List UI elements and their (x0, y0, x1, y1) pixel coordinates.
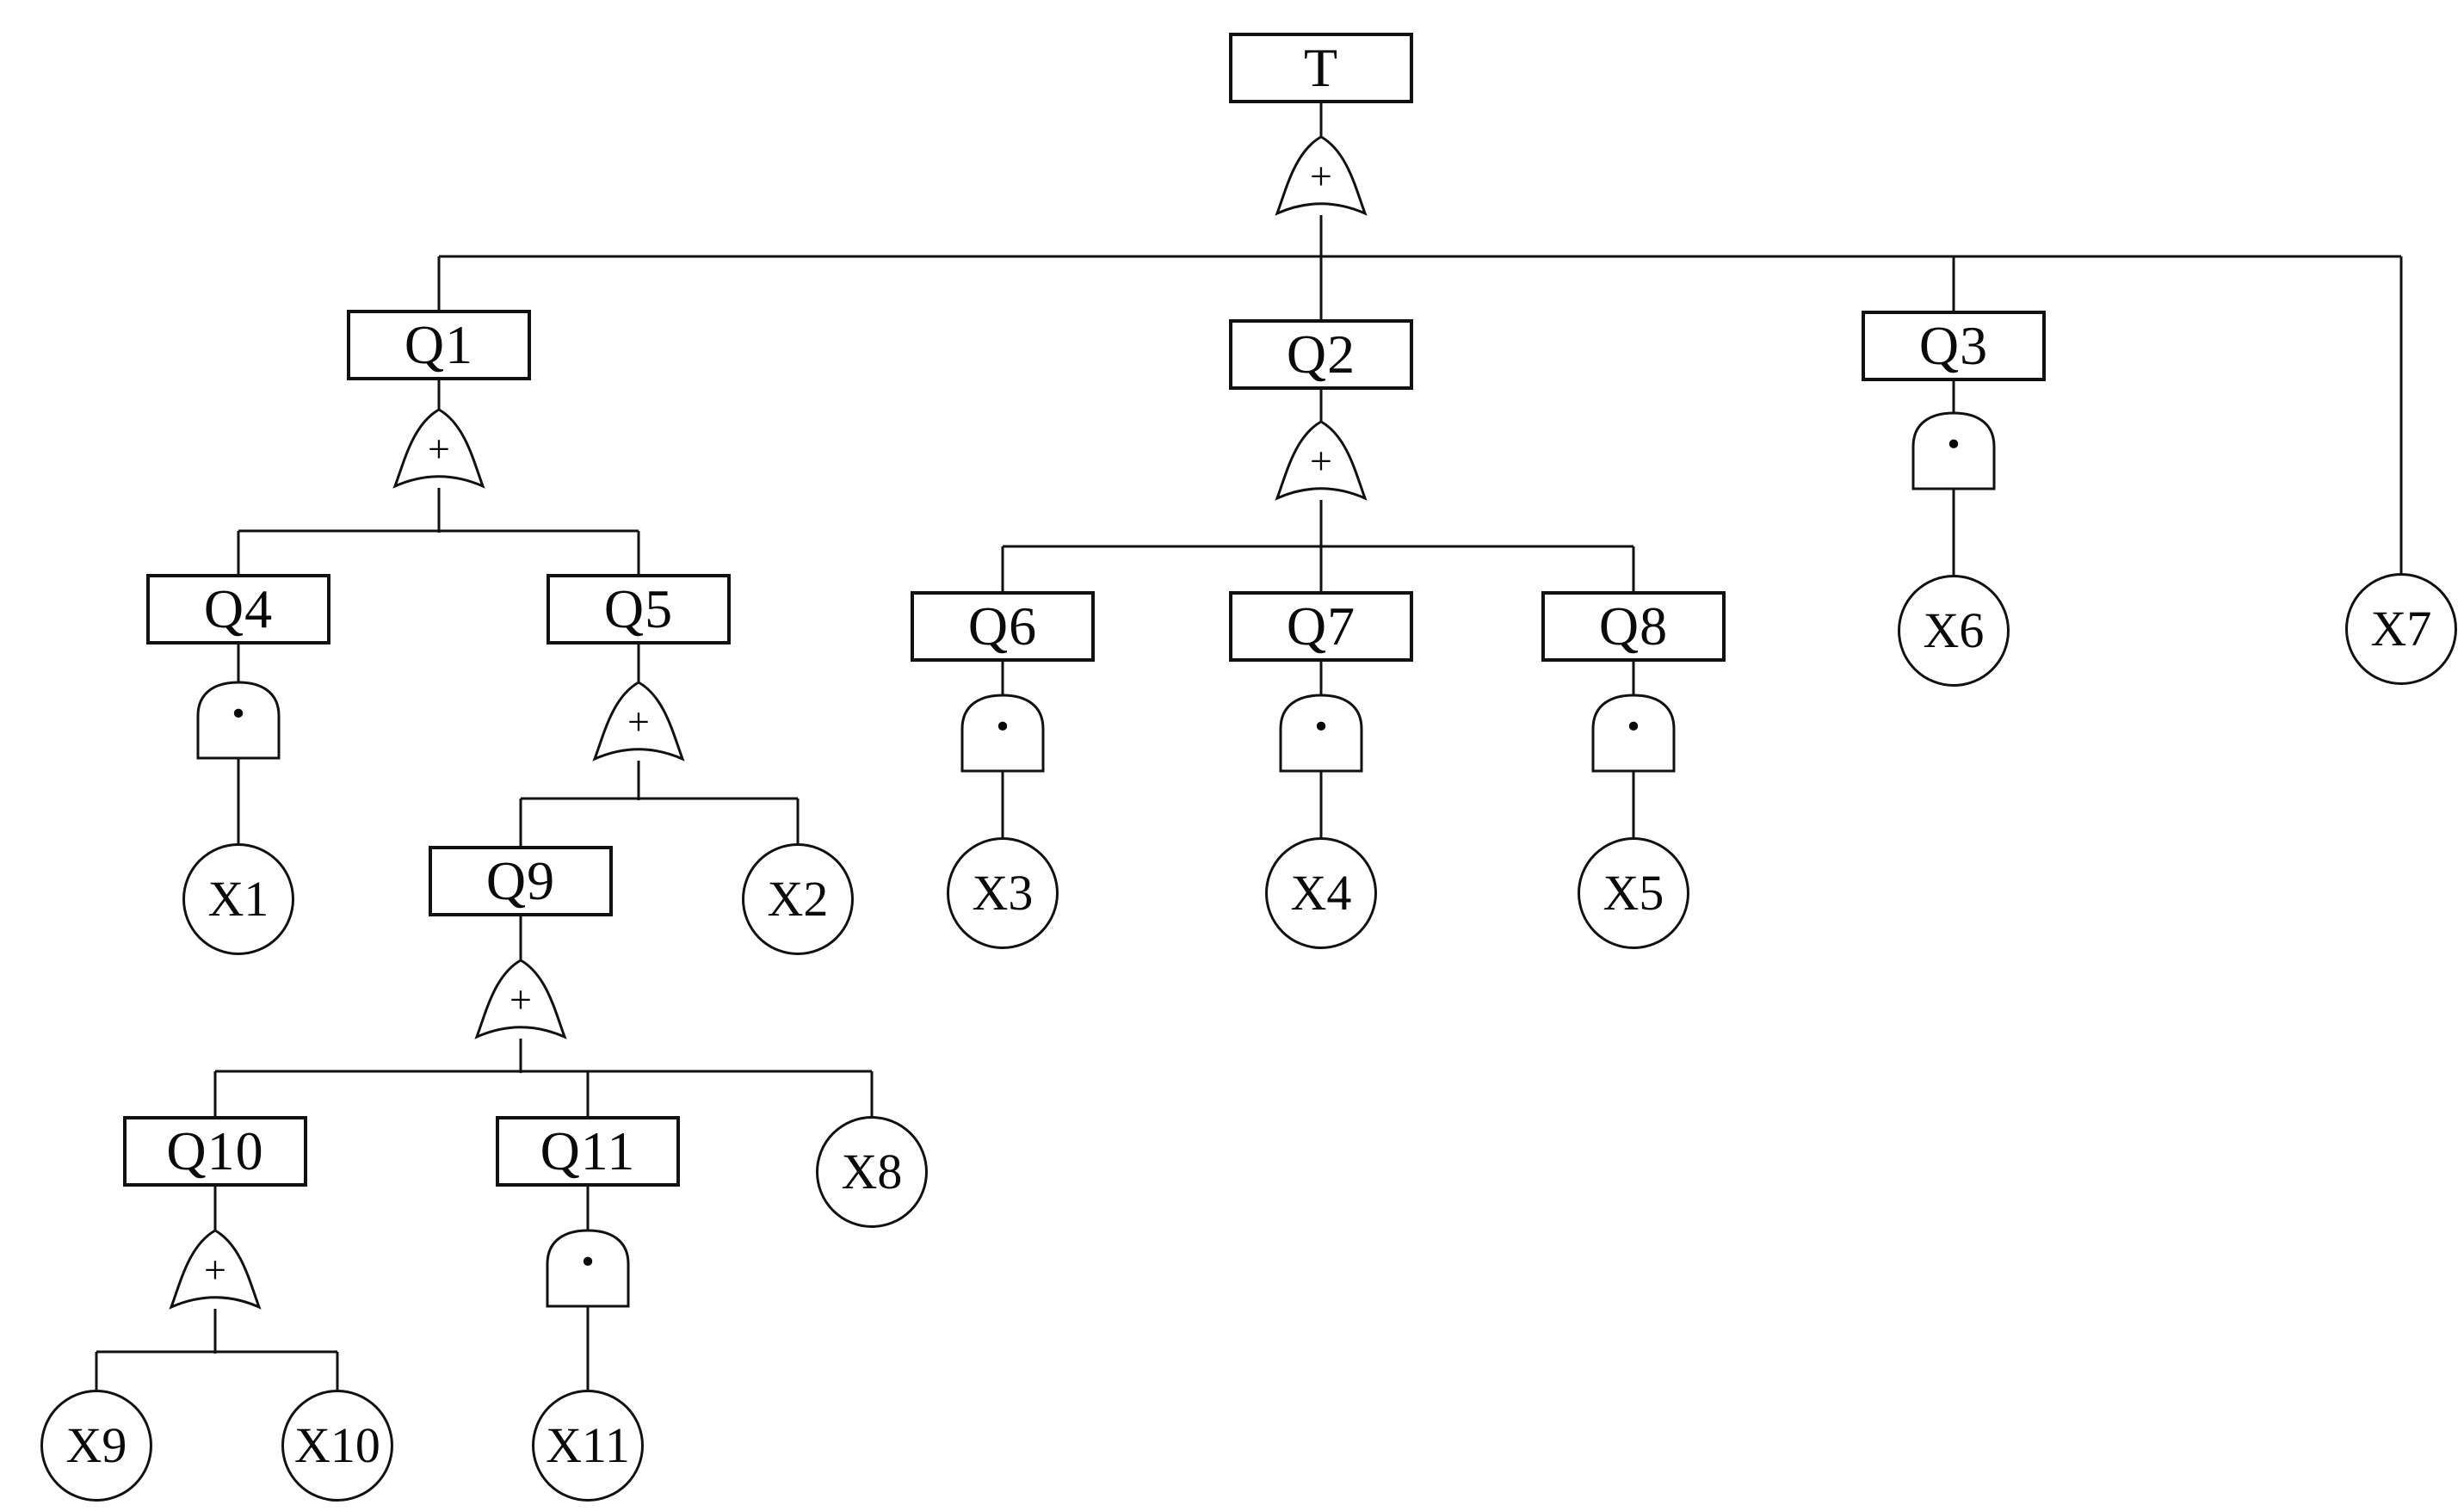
gate-symbol: + (204, 1247, 226, 1292)
node-label: Q1 (404, 314, 474, 375)
node-box-Q7: Q7 (1229, 591, 1413, 662)
or-gate-shape (1275, 420, 1368, 501)
node-label: X10 (294, 1417, 380, 1473)
or-gate-shape (592, 681, 685, 762)
gate-symbol: · (1624, 694, 1643, 756)
and-gate-shape (196, 681, 281, 760)
node-circle-X1: X1 (182, 843, 294, 955)
node-box-Q3: Q3 (1862, 311, 2046, 381)
and-gate-shape (1279, 694, 1363, 773)
and-gate-Q11: · (545, 1228, 631, 1309)
node-box-Q4: Q4 (146, 574, 330, 644)
gate-symbol: · (1944, 412, 1963, 474)
node-label: X8 (841, 1144, 903, 1200)
gate-symbol: · (578, 1230, 597, 1292)
node-label: T (1303, 37, 1339, 98)
or-gate-shape (169, 1229, 262, 1310)
and-gate-Q7: · (1278, 693, 1364, 774)
node-label: X1 (207, 871, 269, 927)
and-gate-Q8: · (1590, 693, 1677, 774)
and-gate-shape (1591, 694, 1676, 773)
node-label: X5 (1603, 865, 1664, 921)
or-gate-shape (1275, 135, 1368, 216)
node-circle-X11: X11 (532, 1390, 644, 1502)
or-gate-shape (392, 408, 485, 489)
node-circle-X9: X9 (40, 1390, 152, 1502)
and-gate-Q4: · (195, 680, 281, 761)
node-label: Q5 (603, 578, 674, 639)
node-box-Q10: Q10 (123, 1116, 307, 1187)
node-circle-X6: X6 (1898, 575, 2010, 687)
node-label: X11 (546, 1417, 630, 1473)
node-circle-X5: X5 (1578, 837, 1689, 949)
or-gate-T: + (1275, 134, 1368, 217)
node-circle-X4: X4 (1265, 837, 1377, 949)
gate-symbol: + (509, 977, 532, 1021)
node-label: Q2 (1286, 324, 1356, 385)
or-gate-Q2: + (1275, 419, 1368, 502)
node-box-Q11: Q11 (496, 1116, 680, 1187)
node-label: X9 (65, 1417, 127, 1473)
node-circle-X8: X8 (816, 1116, 928, 1228)
gate-symbol: + (1310, 153, 1332, 198)
and-gate-shape (546, 1229, 630, 1308)
node-label: X7 (2370, 601, 2432, 657)
or-gate-Q1: + (392, 407, 485, 490)
gate-symbol: + (428, 426, 450, 471)
node-label: Q4 (203, 578, 274, 639)
node-box-Q2: Q2 (1229, 319, 1413, 390)
and-gate-shape (1911, 411, 1996, 490)
and-gate-Q6: · (960, 693, 1046, 774)
node-circle-X2: X2 (742, 843, 854, 955)
node-label: Q10 (166, 1120, 264, 1181)
or-gate-shape (474, 959, 567, 1039)
gate-symbol: + (627, 699, 650, 743)
node-box-T: T (1229, 33, 1413, 103)
node-box-Q6: Q6 (911, 591, 1095, 662)
node-label: Q6 (967, 595, 1038, 657)
node-box-Q8: Q8 (1541, 591, 1726, 662)
node-label: X4 (1290, 865, 1352, 921)
node-label: Q8 (1598, 595, 1669, 657)
gate-symbol: · (229, 681, 248, 743)
node-box-Q9: Q9 (429, 846, 613, 916)
and-gate-Q3: · (1911, 410, 1997, 491)
node-box-Q5: Q5 (547, 574, 731, 644)
or-gate-Q5: + (592, 680, 685, 762)
node-circle-X7: X7 (2345, 573, 2457, 685)
node-label: Q3 (1918, 315, 1989, 376)
node-label: X3 (972, 865, 1034, 921)
node-circle-X3: X3 (947, 837, 1059, 949)
node-label: Q7 (1286, 595, 1356, 657)
or-gate-Q10: + (169, 1228, 262, 1311)
node-box-Q1: Q1 (347, 310, 531, 380)
gate-symbol: · (993, 694, 1012, 756)
gate-symbol: · (1312, 694, 1331, 756)
node-label: Q9 (485, 850, 556, 911)
node-label: X6 (1923, 602, 1985, 658)
and-gate-shape (960, 694, 1045, 773)
node-circle-X10: X10 (281, 1390, 393, 1502)
node-label: X2 (767, 871, 829, 927)
node-label: Q11 (540, 1120, 636, 1181)
gate-symbol: + (1310, 438, 1332, 483)
or-gate-Q9: + (474, 958, 567, 1040)
